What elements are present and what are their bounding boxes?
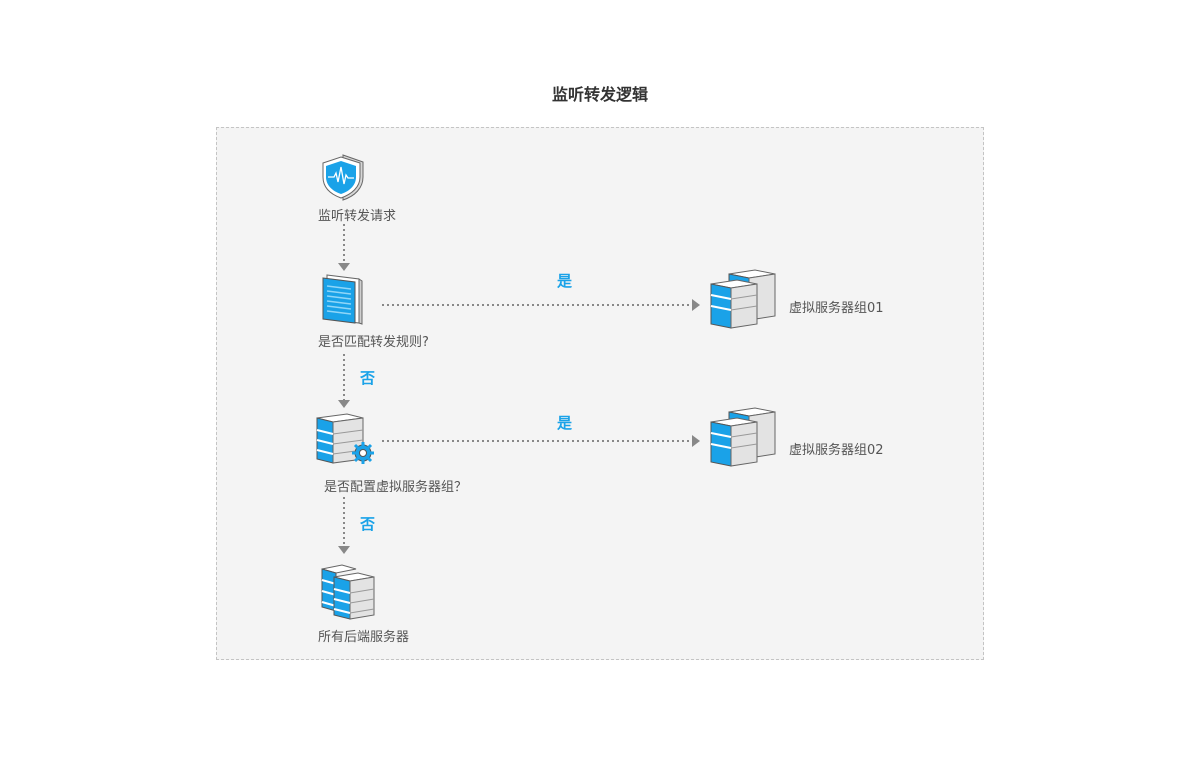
node-label-rule-check: 是否匹配转发规则? [318, 335, 429, 350]
node-label-group-check: 是否配置虚拟服务器组？ [324, 480, 468, 495]
arrow-head [338, 263, 350, 271]
node-label-listen: 监听转发请求 [318, 209, 397, 224]
server-stack-icon [709, 406, 779, 474]
edge-label-rule-no: 否 [360, 369, 376, 387]
diagram-title: 监听转发逻辑 [551, 85, 648, 104]
node-label-group01: 虚拟服务器组01 [789, 301, 884, 316]
arrow-head [692, 299, 700, 311]
server-cluster-icon [320, 561, 378, 627]
edge-label-rule-yes: 是 [557, 272, 573, 290]
server-gear-icon [313, 412, 377, 472]
document-icon [321, 273, 363, 329]
arrow-head [338, 400, 350, 408]
arrow-head [692, 435, 700, 447]
shield-icon [321, 153, 365, 205]
arrow-head [338, 546, 350, 554]
node-label-all-backends: 所有后端服务器 [318, 630, 410, 645]
server-stack-icon [709, 268, 779, 336]
edge-label-group-no: 否 [360, 515, 376, 533]
edge-label-group-yes: 是 [557, 414, 573, 432]
gear-icon [352, 442, 374, 464]
node-label-group02: 虚拟服务器组02 [789, 443, 884, 458]
